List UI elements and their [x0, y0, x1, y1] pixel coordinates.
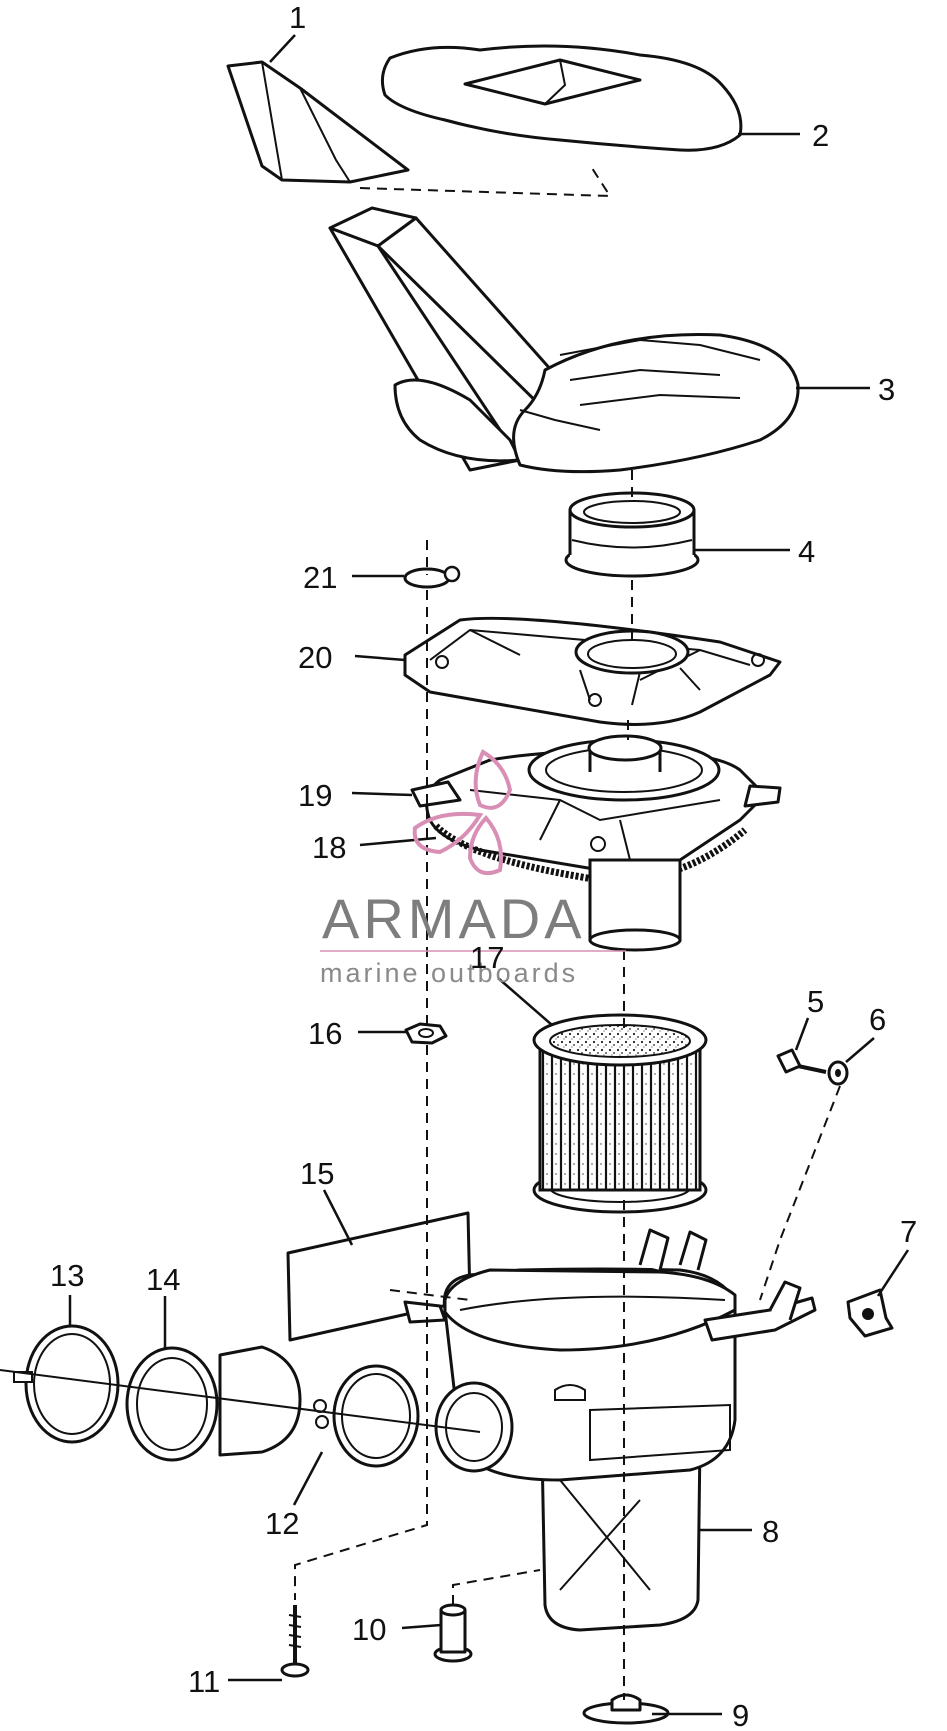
part-17-air-filter	[532, 1013, 708, 1214]
propeller-logo-icon	[412, 749, 513, 875]
callout-21: 21	[303, 560, 337, 595]
callout-13: 13	[50, 1258, 84, 1293]
callout-8: 8	[762, 1514, 779, 1549]
callout-6: 6	[869, 1002, 886, 1037]
leader-lines	[68, 34, 910, 1716]
part-6-washer	[827, 1060, 849, 1086]
callout-7: 7	[900, 1214, 917, 1249]
callout-2: 2	[812, 118, 829, 153]
callout-16: 16	[308, 1016, 342, 1051]
assembly-line-1-2	[359, 164, 612, 198]
callout-14: 14	[146, 1262, 180, 1297]
callout-15: 15	[300, 1156, 334, 1191]
part-2-foam-seal	[380, 44, 743, 152]
callout-11: 11	[188, 1664, 220, 1699]
part-1-foam-pad	[226, 60, 410, 184]
part-13-clamp	[13, 1324, 120, 1444]
callout-9: 9	[732, 1698, 749, 1731]
part-16-nut	[404, 1022, 448, 1045]
callout-4: 4	[798, 534, 815, 569]
part-8-silencer-housing	[403, 1228, 817, 1632]
duct-axis-line	[0, 1369, 481, 1433]
part-7-bracket	[846, 1288, 894, 1338]
callout-10: 10	[352, 1612, 386, 1647]
part-9-drain-plug	[582, 1693, 670, 1725]
callout-labels: 1 2 3 4 5 6 7 8 9 10 11 12 13 14 15 16 1…	[50, 0, 917, 1731]
callout-18: 18	[312, 830, 346, 865]
part-3-silencer-cover	[328, 206, 800, 474]
callout-17: 17	[470, 940, 504, 975]
callout-20: 20	[298, 640, 332, 675]
part-10-grommet	[433, 1603, 473, 1663]
watermark-tagline: marine outboards	[320, 958, 578, 988]
part-11-screw	[280, 1605, 310, 1678]
part-5-bolt	[776, 1048, 827, 1074]
callout-3: 3	[878, 372, 895, 407]
callout-5: 5	[807, 984, 824, 1019]
assembly-centerlines	[294, 470, 841, 1700]
part-12-clamp	[313, 1364, 420, 1468]
callout-19: 19	[298, 778, 332, 813]
part-21-wing-nut	[403, 565, 461, 589]
watermark: ARMADA marine outboards	[320, 749, 626, 988]
watermark-brand: ARMADA	[322, 887, 586, 950]
part-4-rubber-collar	[564, 491, 700, 578]
part-14-intake-duct	[125, 1345, 302, 1462]
part-20-cover-plate	[403, 616, 782, 726]
callout-12: 12	[265, 1506, 299, 1541]
callout-1: 1	[289, 0, 306, 35]
part-19-intake-housing	[410, 734, 782, 952]
